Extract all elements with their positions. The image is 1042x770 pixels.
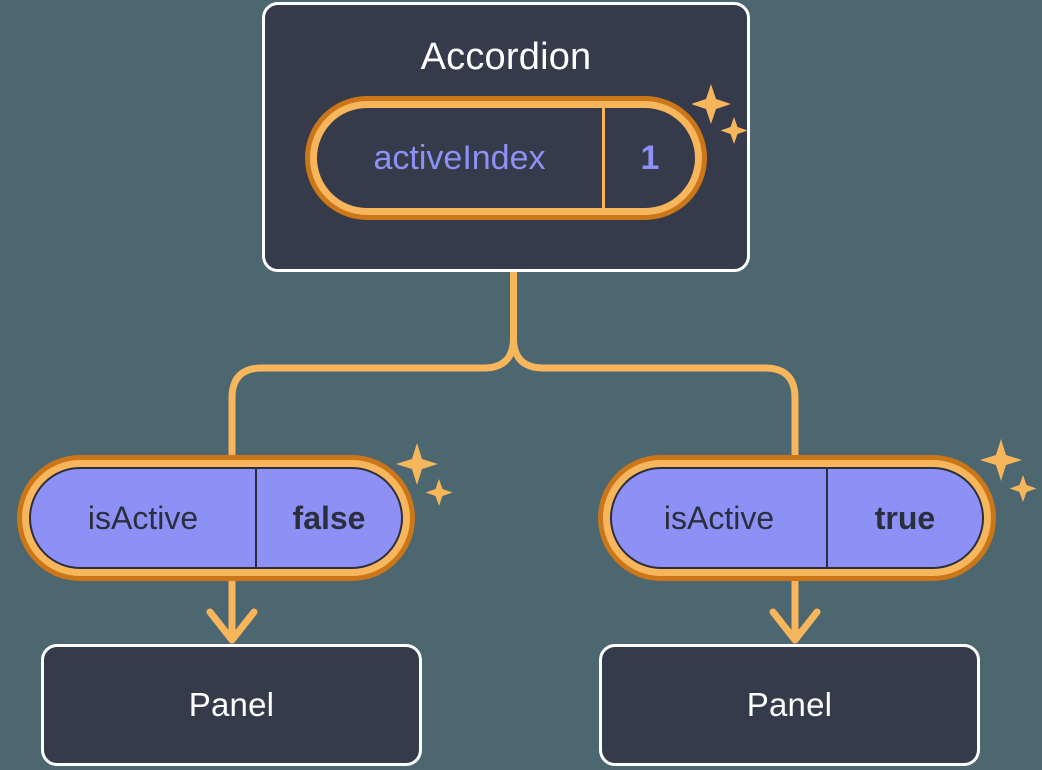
arrow-down-icon-right [769,581,821,644]
component-title-panel: Panel [188,686,275,723]
state-pill-is-active-false[interactable]: isActive false [17,455,415,581]
state-pill-value: 1 [640,138,660,177]
state-pill-value: true [874,499,936,536]
component-title-panel: Panel [746,686,833,723]
state-pill-ring: isActive true [603,460,991,576]
state-pill-body: activeIndex 1 [317,108,695,208]
state-pill-body: isActive false [29,467,403,569]
state-pill-body: isActive true [610,467,984,569]
component-card-panel-left[interactable]: Panel [41,644,422,766]
state-pill-ring: activeIndex 1 [310,101,702,215]
connector-root-split [510,268,799,474]
component-card-panel-right[interactable]: Panel [599,644,980,766]
state-pill-active-index[interactable]: activeIndex 1 [305,96,707,220]
state-pill-is-active-true[interactable]: isActive true [598,455,996,581]
connector-root-split-left [228,334,517,474]
component-title-accordion: Accordion [420,36,592,78]
state-pill-key: activeIndex [317,108,605,208]
state-pill-ring: isActive false [22,460,410,576]
state-pill-key: isActive [31,469,257,567]
arrow-down-icon-left [206,581,258,644]
state-pill-key: isActive [612,469,828,567]
state-pill-value: false [292,499,366,536]
